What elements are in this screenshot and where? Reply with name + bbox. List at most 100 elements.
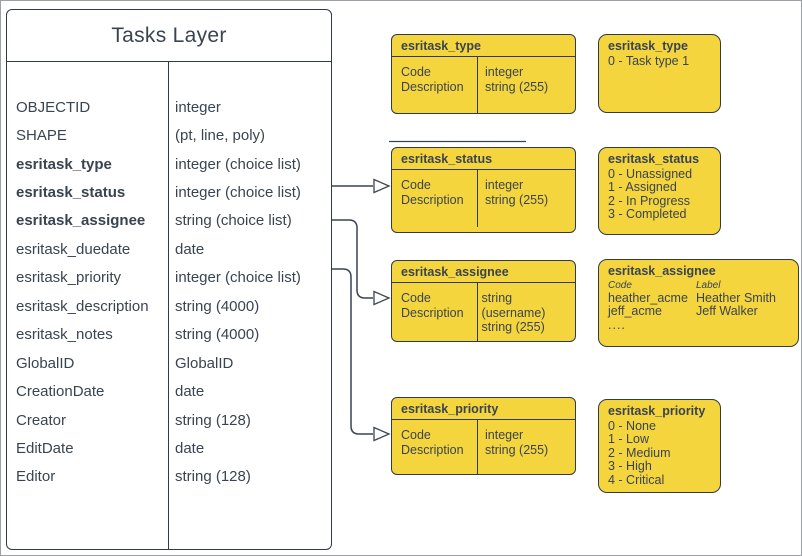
domain-col-header: Label [696,279,721,291]
field-table-title: esritask_assignee [392,261,575,283]
arrowhead-icon [373,178,391,194]
field-table-title: esritask_status [392,148,575,170]
domain-row: heather_acme Heather Smith [608,290,790,306]
field-row: CreationDate date [7,377,331,405]
domain-title: esritask_status [608,152,700,166]
field-name: esritask_duedate [16,240,131,258]
connector-esritask-assignee [332,219,373,299]
field-table-title: esritask_type [392,35,575,57]
field-type: string (128) [175,468,251,486]
attr-type: string (255) [481,320,545,334]
domain-value: 3 - Completed [608,207,687,221]
field-name: esritask_description [16,297,149,315]
domain-value: 1 - Low [608,432,649,446]
domain-title: esritask_assignee [608,264,716,278]
domain-list-esritask-priority: esritask_priority 0 - None 1 - Low 2 - M… [598,399,721,493]
connector-esritask-priority [332,268,373,435]
field-name: esritask_type [16,155,112,173]
attr-label: Description [401,305,464,320]
field-row: Creator string (128) [7,406,331,434]
attr-label: Description [401,192,464,207]
domain-label: Jeff Walker [696,304,758,318]
attr-type: integer [485,178,524,192]
field-row: OBJECTID integer [7,93,331,121]
attr-label: Description [401,442,464,457]
tasks-layer-table: Tasks Layer OBJECTID integer SHAPE (pt, li… [6,9,332,550]
field-type: date [175,383,205,401]
field-row: esritask_priority integer (choice list) [7,264,331,292]
field-table-title: esritask_priority [392,398,575,420]
field-row: EditDate date [7,434,331,462]
domain-code: jeff_acme [608,304,662,318]
domain-list-esritask-status: esritask_status 0 - Unassigned 1 - Assig… [598,147,721,235]
column-divider [477,57,479,113]
field-name: SHAPE [16,127,67,145]
tasks-layer-body: OBJECTID integer SHAPE (pt, line, poly) es… [7,62,331,549]
domain-title: esritask_type [608,39,688,53]
field-type: integer (choice list) [175,155,301,173]
column-divider [477,170,479,227]
domain-label: Heather Smith [696,290,776,305]
arrowhead-icon [373,290,391,306]
field-row: esritask_type integer (choice list) [7,150,331,178]
field-type: string (4000) [175,326,260,344]
field-type: string (4000) [175,297,260,315]
field-type: integer (choice list) [175,184,301,202]
attr-type: string (255) [485,79,549,94]
field-name: EditDate [16,439,74,457]
field-type: date [175,439,205,457]
field-type: (pt, line, poly) [175,127,266,145]
field-name: Editor [16,468,56,486]
domain-code: heather_acme [608,290,688,305]
domain-col-header: Code [608,279,632,291]
field-type: string (128) [175,411,251,429]
attr-type: string (username) [481,291,546,320]
attr-type: integer [485,428,524,442]
field-row: esritask_status integer (choice list) [7,178,331,206]
field-name: esritask_assignee [16,212,146,230]
domain-value: 4 - Critical [608,472,665,487]
field-row: esritask_notes string (4000) [7,321,331,349]
domain-value: 0 - Unassigned [608,166,693,181]
tasks-layer-title: Tasks Layer [7,10,331,62]
field-name: CreationDate [16,383,105,401]
attr-label: Code [401,291,431,305]
domain-value: 2 - Medium [608,445,671,460]
field-row: Editor string (128) [7,463,331,491]
field-type: integer (choice list) [175,269,301,287]
attr-type: integer [485,65,524,79]
field-name: esritask_priority [16,269,122,287]
field-row: esritask_description string (4000) [7,292,331,320]
attr-label: Code [401,65,431,79]
attr-label: Code [401,178,431,192]
field-name: Creator [16,411,67,429]
domain-title: esritask_priority [608,404,706,418]
domain-list-esritask-assignee: esritask_assignee Code Label heather_acm… [598,259,799,347]
arrowhead-icon [373,426,391,442]
attr-label: Code [401,428,431,442]
domain-value: 0 - None [608,418,656,433]
domain-list-esritask-type: esritask_type 0 - Task type 1 [598,34,721,113]
field-type: integer [175,98,221,116]
field-name: esritask_notes [16,326,113,344]
domain-value: 3 - High [608,459,652,473]
field-type: GlobalID [175,354,234,372]
column-divider [477,283,479,341]
field-name: OBJECTID [16,98,91,116]
attr-label: Description [401,79,464,94]
domain-value: 2 - In Progress [608,193,690,208]
attr-type: string (255) [485,442,549,457]
domain-value: 1 - Assigned [608,180,677,194]
column-divider [168,62,170,549]
field-name: esritask_status [16,184,126,202]
attr-type: string (255) [485,192,549,207]
column-divider [477,420,479,474]
